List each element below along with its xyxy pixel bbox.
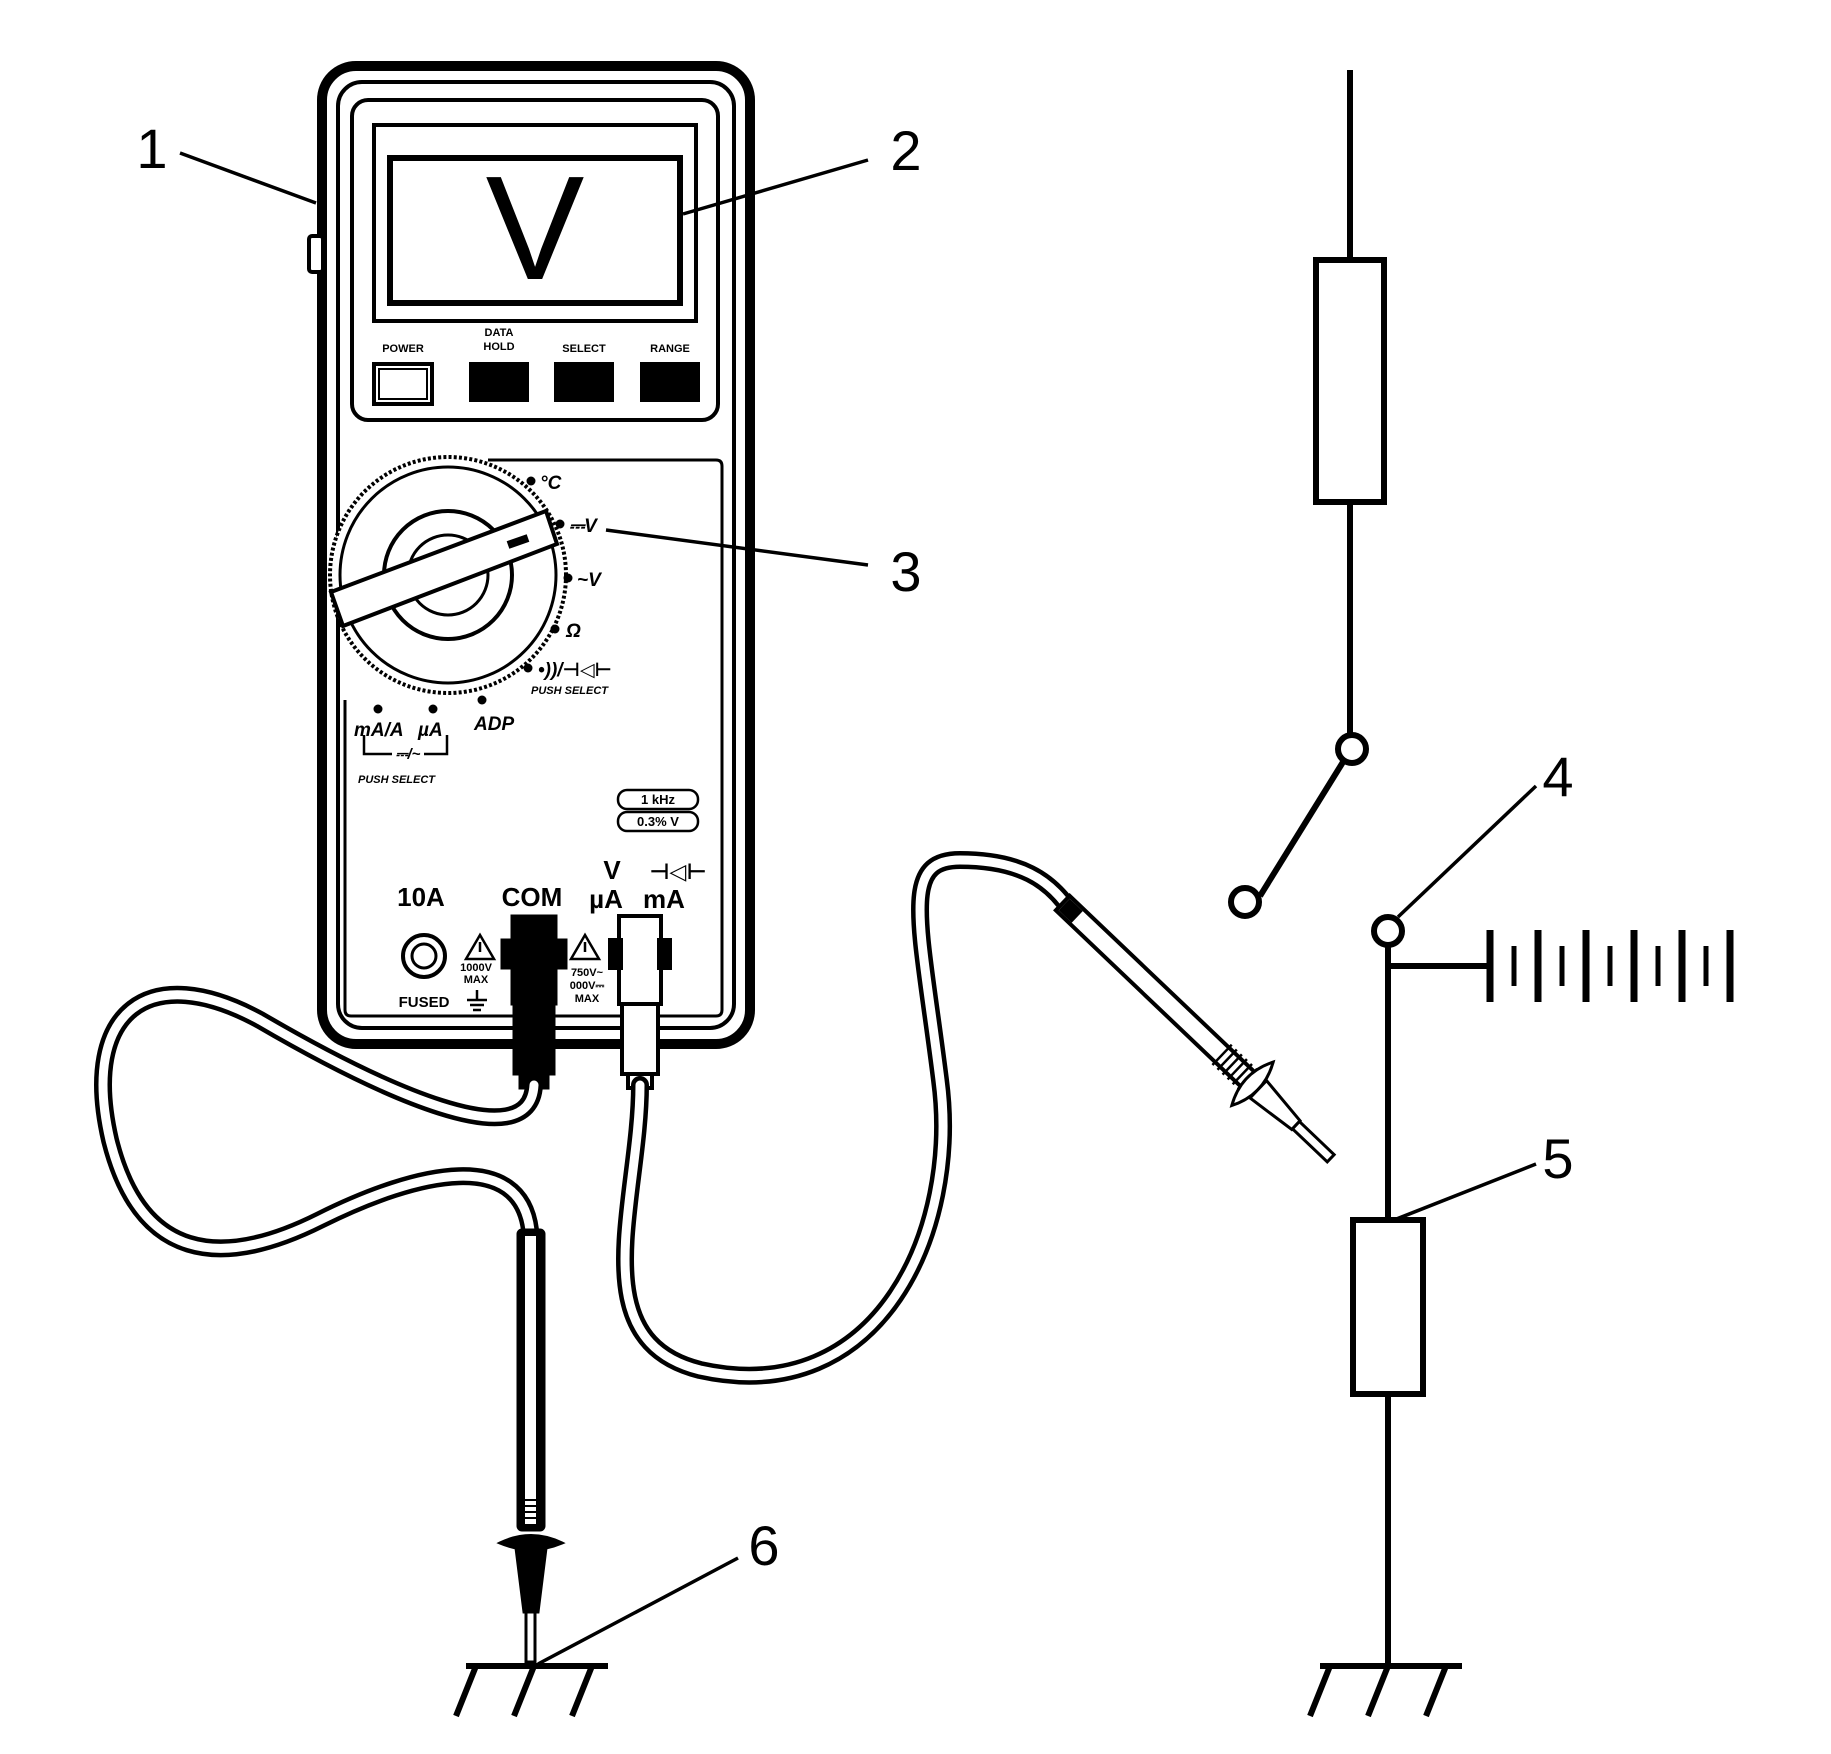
data-hold-label-line2: HOLD [483, 341, 514, 353]
data-hold-label-line1: DATA [485, 327, 514, 339]
dial-ohms: Ω [565, 621, 581, 642]
leader-6 [537, 1556, 739, 1666]
badge-frequency: 1 kHz [641, 792, 675, 807]
fuse [1313, 257, 1387, 505]
dial-ac-volts: ~V [577, 570, 602, 591]
jack-label-ua: µA [589, 884, 623, 914]
select-button[interactable] [554, 362, 614, 402]
battery [1486, 930, 1734, 1002]
rotary-dial-pointer-mark [506, 534, 530, 549]
test-leads [94, 850, 1079, 1385]
v-rating-line1: 750V~ [571, 967, 604, 979]
lcd-screen [387, 155, 683, 306]
dial-dc-volts: ⎓V [569, 516, 598, 537]
jack-10a-inner [410, 942, 438, 970]
dial-adp: ADP [473, 714, 514, 735]
jack-label-v: V [603, 855, 621, 885]
badge-accuracy: 0.3% V [637, 814, 679, 829]
callout-5: 5 [1542, 1127, 1573, 1190]
select-button-label: SELECT [562, 343, 606, 355]
dial-continuity-diode: •))/⊣◁⊢ [538, 660, 612, 681]
ground-symbol-circuit [1307, 1663, 1462, 1718]
jack-10a[interactable] [401, 933, 447, 979]
jack-label-ma: mA [643, 884, 685, 914]
power-button[interactable] [372, 362, 434, 406]
dial-dots [373, 476, 573, 714]
dial-ua: µA [417, 720, 443, 741]
com-plug [500, 914, 568, 1090]
v-rating-line2: 000V⎓ [570, 980, 605, 992]
com-rating-line2: MAX [464, 974, 489, 986]
range-button-label: RANGE [650, 343, 690, 355]
switch-contact-open [1228, 885, 1262, 919]
rotary-dial-rim [338, 465, 558, 685]
dial-push-select-left: PUSH SELECT [358, 774, 436, 786]
jack-label-10a: 10A [397, 882, 445, 912]
leader-3 [605, 528, 869, 567]
circuit [1228, 70, 1490, 1666]
leader-1 [179, 151, 317, 205]
leader-5 [1393, 1162, 1537, 1222]
load-resistor [1350, 1217, 1426, 1397]
com-rating-line1: 1000V [460, 962, 492, 974]
callout-3: 3 [890, 540, 921, 603]
badge-frequency-frame [616, 788, 700, 811]
v-rating-line3: MAX [575, 993, 600, 1005]
dial-ma-a: mA/A [354, 720, 404, 741]
callout-leaders [179, 151, 1538, 1666]
jack-label-com: COM [502, 882, 563, 912]
front-panel-outline [343, 458, 724, 1018]
callout-1: 1 [136, 117, 167, 180]
dial-push-select-right: PUSH SELECT [531, 685, 609, 697]
dial-dc-ac: ⎓/~ [396, 746, 421, 763]
warning-triangle-com [463, 932, 497, 961]
power-button-label: POWER [382, 343, 424, 355]
ground-mark-small [467, 990, 487, 1012]
v-probe [1053, 893, 1337, 1165]
test-point-terminal [1371, 914, 1405, 948]
callout-2: 2 [890, 119, 921, 182]
switch-contact-top [1335, 732, 1369, 766]
switch-blade [1257, 760, 1346, 898]
leader-4 [1396, 784, 1538, 919]
power-button-inner [378, 368, 428, 400]
callout-6: 6 [748, 1514, 779, 1577]
warning-triangle-v [568, 932, 602, 961]
range-button[interactable] [640, 362, 700, 402]
jack-label-diode: ⊣◁⊢ [649, 859, 706, 884]
callout-numbers: 1 2 3 4 5 6 [136, 117, 1573, 1577]
leader-2 [682, 158, 869, 216]
data-hold-button[interactable] [469, 362, 529, 402]
side-button [307, 234, 325, 274]
com-probe [496, 1228, 566, 1664]
jack-label-fused: FUSED [399, 994, 450, 1011]
display-window-frame [372, 123, 698, 323]
callout-4: 4 [1542, 745, 1573, 808]
multimeter [307, 61, 755, 1049]
lcd-readout: V [486, 146, 585, 311]
com-lead-fill [98, 990, 539, 1253]
v-lead-fill [620, 855, 1075, 1381]
ground-symbol-probe [453, 1663, 608, 1718]
mode-bracket [362, 735, 449, 756]
badge-accuracy-frame [616, 810, 700, 833]
v-plug [608, 914, 672, 1090]
meter-labels: V POWER DATA HOLD SELECT RANGE °C ⎓V ~V … [354, 146, 707, 1011]
rotary-dial-pointer [328, 508, 560, 629]
display-bezel [350, 98, 720, 422]
dial-celsius: °C [540, 473, 562, 494]
